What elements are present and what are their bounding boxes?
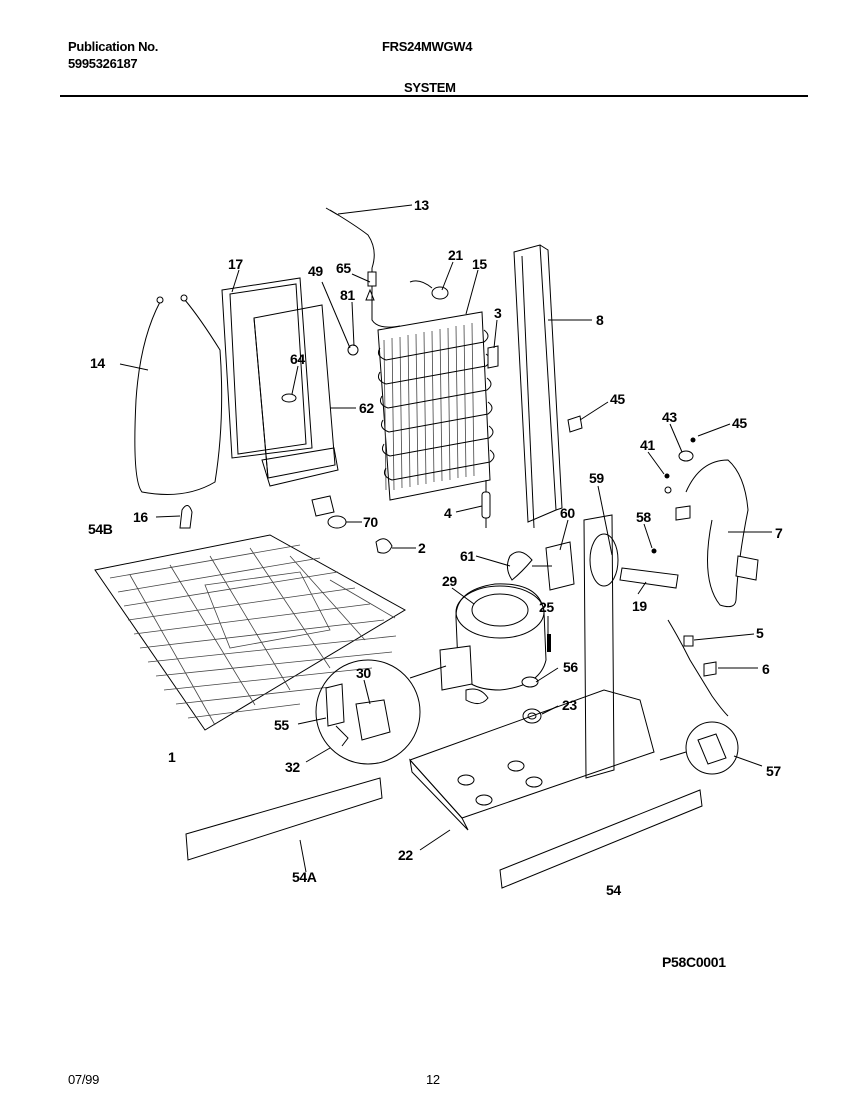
part-base-pan <box>409 689 655 831</box>
callout-2: 2 <box>418 540 426 556</box>
callout-7: 7 <box>775 525 783 541</box>
callout-57: 57 <box>766 763 781 779</box>
callout-60: 60 <box>560 505 575 521</box>
callout-17: 17 <box>228 256 243 272</box>
part-defrost-limiter <box>481 480 491 528</box>
model-number: FRS24MWGW4 <box>382 39 473 54</box>
callout-29: 29 <box>442 573 457 589</box>
callout-49: 49 <box>308 263 323 279</box>
callout-58: 58 <box>636 509 651 525</box>
callout-25: 25 <box>539 599 554 615</box>
callout-45-second: 45 <box>732 415 747 431</box>
callout-19: 19 <box>632 598 647 614</box>
callout-3: 3 <box>494 305 502 321</box>
part-evaporator-cover <box>253 304 339 487</box>
callout-15: 15 <box>472 256 487 272</box>
diagram-code: P58C0001 <box>662 954 726 970</box>
part-compressor <box>439 583 547 704</box>
leader-lines <box>119 204 772 873</box>
publication-number: 5995326187 <box>68 56 138 71</box>
callout-1: 1 <box>168 749 176 765</box>
part-capillary-tube <box>325 207 375 269</box>
callout-6: 6 <box>762 661 770 677</box>
part-fan-shroud <box>583 514 619 779</box>
callout-59: 59 <box>589 470 604 486</box>
part-channel <box>513 244 563 529</box>
header-rule <box>60 95 808 97</box>
callout-45: 45 <box>610 391 625 407</box>
part-drain-tube <box>619 567 679 589</box>
callout-labels: 13 17 49 65 21 15 81 14 3 8 64 62 45 43 … <box>88 197 783 898</box>
part-power-cord <box>675 459 759 608</box>
callout-8: 8 <box>596 312 604 328</box>
callout-21: 21 <box>448 247 463 263</box>
callout-81: 81 <box>340 287 355 303</box>
callout-43: 43 <box>662 409 677 425</box>
callout-65: 65 <box>336 260 351 276</box>
part-cord-parts <box>667 619 729 717</box>
callout-64: 64 <box>290 351 305 367</box>
part-rails <box>185 777 703 889</box>
callout-32: 32 <box>285 759 300 775</box>
callout-61: 61 <box>460 548 475 564</box>
callout-62: 62 <box>359 400 374 416</box>
callout-54a: 54A <box>292 869 317 885</box>
footer-date: 07/99 <box>68 1072 100 1087</box>
part-condenser-coil <box>94 534 406 731</box>
part-clips <box>179 495 393 554</box>
callout-56: 56 <box>563 659 578 675</box>
publication-label: Publication No. <box>68 39 159 54</box>
part-relay-detail <box>315 659 447 765</box>
part-bracket <box>487 345 499 369</box>
callout-4: 4 <box>444 505 452 521</box>
callout-70: 70 <box>363 514 378 530</box>
callout-54b: 54B <box>88 521 113 537</box>
callout-5: 5 <box>756 625 764 641</box>
callout-13: 13 <box>414 197 429 213</box>
callout-55: 55 <box>274 717 289 733</box>
part-fan-motor <box>506 541 575 591</box>
part-rear-panel <box>221 277 313 459</box>
callout-54: 54 <box>606 882 621 898</box>
part-evaporator-coil <box>371 268 495 501</box>
callout-41: 41 <box>640 437 655 453</box>
part-thermostat <box>409 280 449 300</box>
part-overload-detail <box>659 721 739 775</box>
part-grommets <box>521 634 551 724</box>
part-heater-loop <box>134 294 223 495</box>
page-number: 12 <box>426 1072 440 1087</box>
part-hardware <box>567 415 696 554</box>
callout-30: 30 <box>356 665 371 681</box>
callout-16: 16 <box>133 509 148 525</box>
part-small-fittings <box>347 271 377 356</box>
callout-14: 14 <box>90 355 105 371</box>
callout-23: 23 <box>562 697 577 713</box>
section-title: SYSTEM <box>404 80 456 95</box>
callout-22: 22 <box>398 847 413 863</box>
